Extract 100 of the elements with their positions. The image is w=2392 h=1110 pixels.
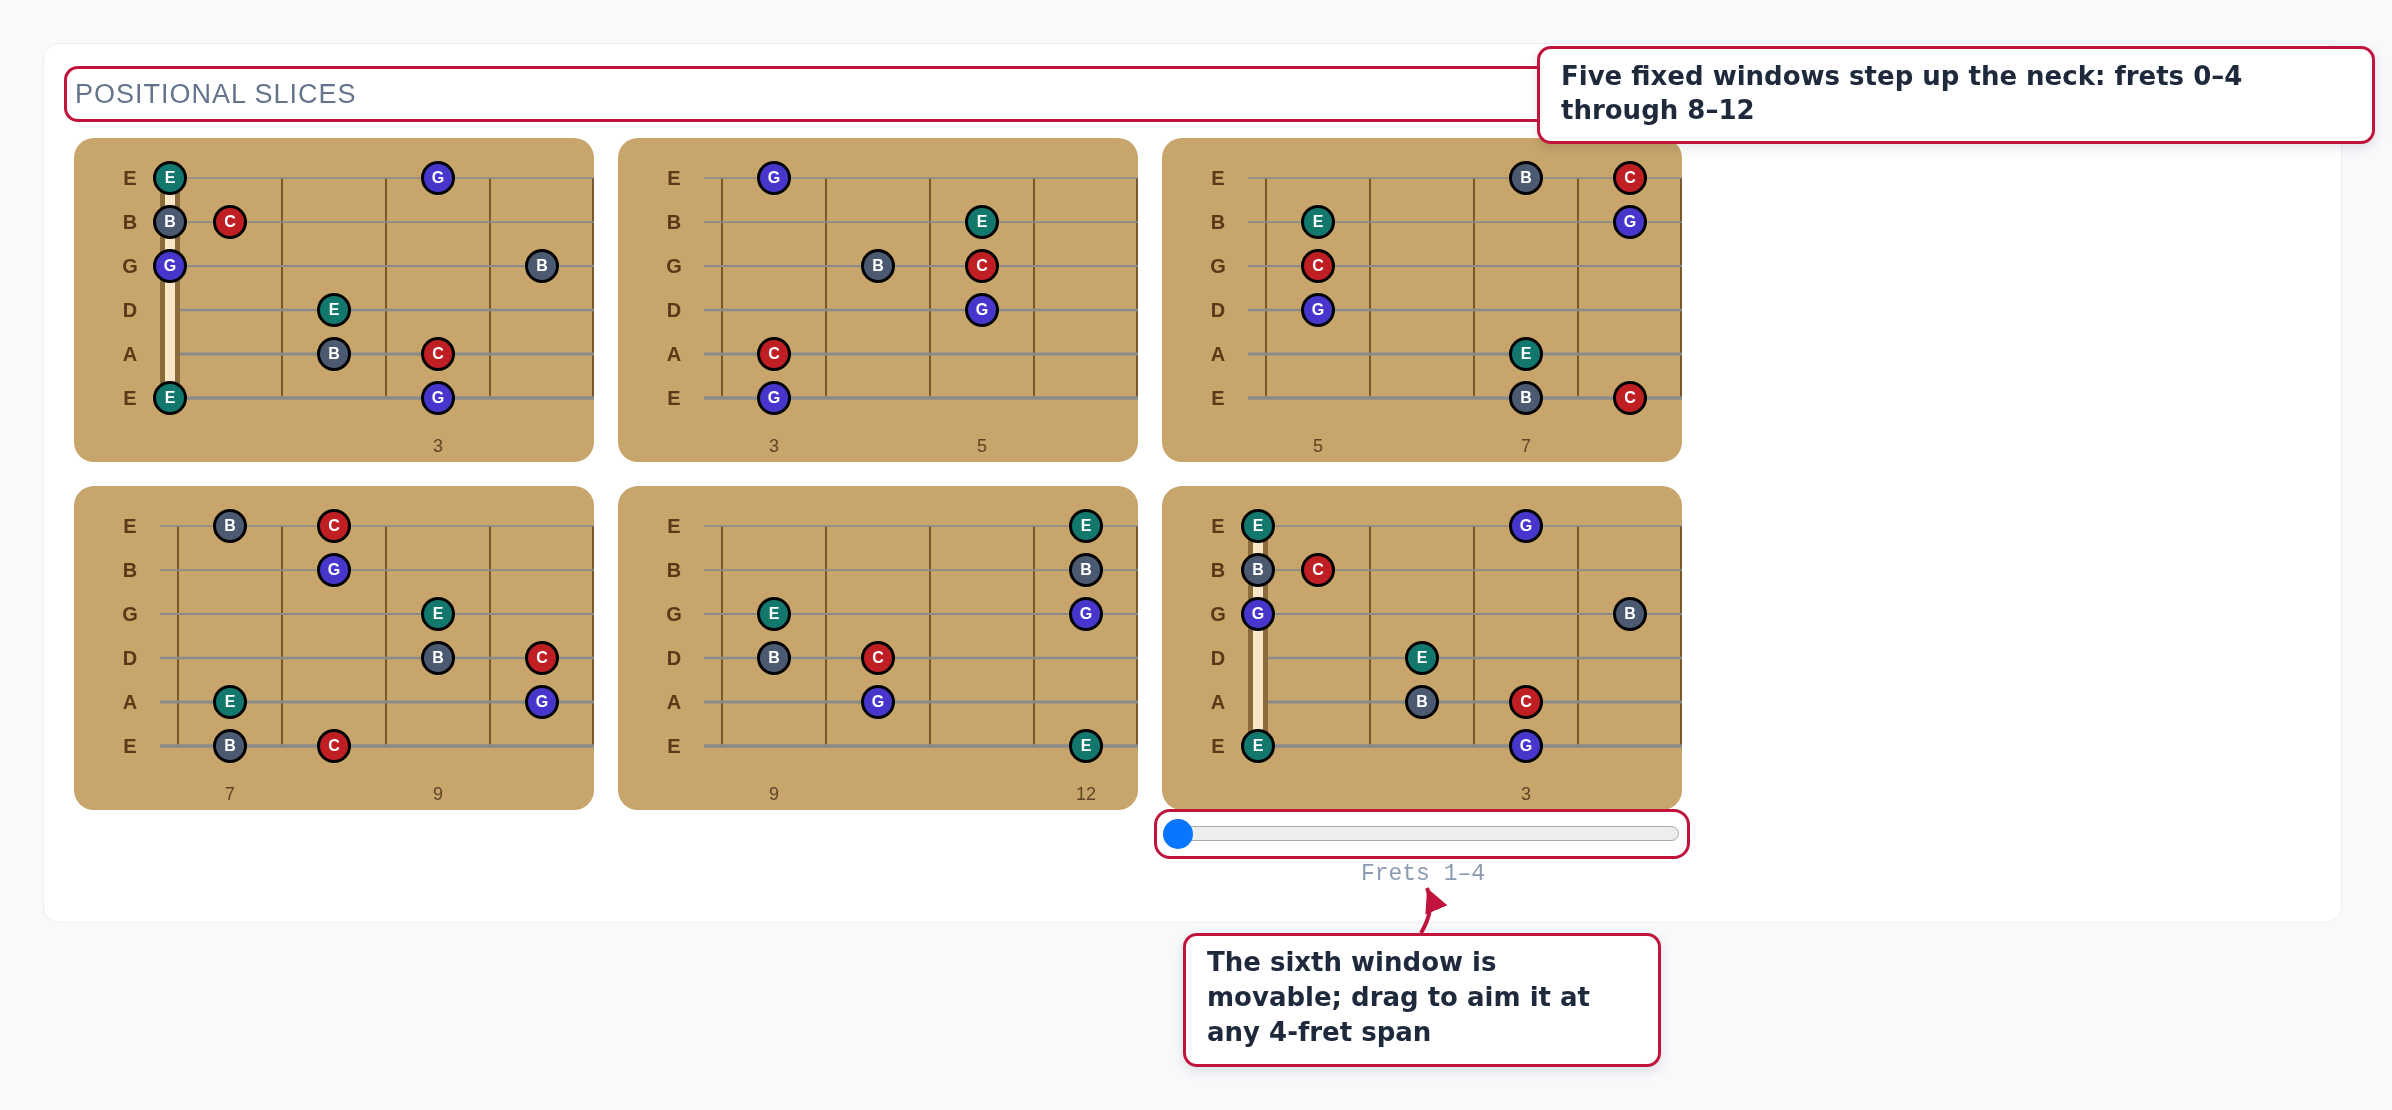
note-marker: G xyxy=(1069,597,1103,631)
string-label: B xyxy=(665,210,683,234)
note-marker: E xyxy=(317,293,351,327)
string-label: G xyxy=(1209,602,1227,626)
fret-number: 12 xyxy=(1075,783,1097,806)
note-marker: B xyxy=(861,249,895,283)
string-label: E xyxy=(1210,166,1226,190)
note-marker: E xyxy=(153,381,187,415)
note-marker: G xyxy=(861,685,895,719)
fretboard-panel xyxy=(1162,486,1682,810)
string-label: G xyxy=(665,602,683,626)
string-label: E xyxy=(1210,734,1226,758)
string-label: D xyxy=(1209,646,1227,670)
fretboard-panel xyxy=(74,486,594,810)
note-marker: G xyxy=(317,553,351,587)
note-marker: E xyxy=(1509,337,1543,371)
slider-value-label: Frets 1–4 xyxy=(1360,860,1486,888)
note-marker: G xyxy=(1613,205,1647,239)
string-label: E xyxy=(122,386,138,410)
note-marker: E xyxy=(1069,509,1103,543)
note-marker: B xyxy=(317,337,351,371)
string-label: B xyxy=(665,558,683,582)
note-marker: B xyxy=(1069,553,1103,587)
fret-number: 9 xyxy=(768,783,780,806)
string-label: A xyxy=(1209,690,1227,714)
string-label: B xyxy=(1209,558,1227,582)
note-marker: C xyxy=(1613,381,1647,415)
string-label: A xyxy=(665,690,683,714)
fret-number: 3 xyxy=(432,435,444,458)
note-marker: B xyxy=(1405,685,1439,719)
string-label: G xyxy=(121,602,139,626)
callout: Five fixed windows step up the neck: frets 0–4 through 8–12 xyxy=(1537,46,2375,144)
note-marker: E xyxy=(1405,641,1439,675)
fret-number: 5 xyxy=(1312,435,1324,458)
fretboard-panel xyxy=(618,486,1138,810)
section-heading: POSITIONAL SLICES xyxy=(75,78,357,110)
string-label: D xyxy=(1209,298,1227,322)
note-marker: E xyxy=(757,597,791,631)
note-marker: C xyxy=(525,641,559,675)
string-label: E xyxy=(122,734,138,758)
note-marker: B xyxy=(1241,553,1275,587)
string-label: E xyxy=(122,166,138,190)
highlight-box xyxy=(1154,809,1690,859)
callout: The sixth window is movable; drag to aim it at any 4-fret span xyxy=(1183,933,1661,1067)
note-marker: E xyxy=(1069,729,1103,763)
note-marker: E xyxy=(1241,729,1275,763)
note-marker: B xyxy=(757,641,791,675)
note-marker: G xyxy=(1241,597,1275,631)
note-marker: B xyxy=(1509,381,1543,415)
note-marker: G xyxy=(421,381,455,415)
string-label: G xyxy=(1209,254,1227,278)
string-label: E xyxy=(1210,514,1226,538)
fret-number: 7 xyxy=(1520,435,1532,458)
fret-number: 3 xyxy=(768,435,780,458)
fret-number: 7 xyxy=(224,783,236,806)
note-marker: B xyxy=(525,249,559,283)
string-label: E xyxy=(666,734,682,758)
note-marker: G xyxy=(421,161,455,195)
string-label: E xyxy=(666,514,682,538)
string-label: A xyxy=(1209,342,1227,366)
note-marker: E xyxy=(965,205,999,239)
note-marker: B xyxy=(213,509,247,543)
note-marker: B xyxy=(1509,161,1543,195)
fretboard-panel xyxy=(74,138,594,462)
note-marker: C xyxy=(1301,249,1335,283)
note-marker: C xyxy=(1301,553,1335,587)
fret-number: 3 xyxy=(1520,783,1532,806)
note-marker: E xyxy=(421,597,455,631)
note-marker: E xyxy=(213,685,247,719)
note-marker: C xyxy=(1613,161,1647,195)
string-label: B xyxy=(121,558,139,582)
string-label: E xyxy=(666,166,682,190)
string-label: A xyxy=(665,342,683,366)
note-marker: C xyxy=(317,729,351,763)
string-label: D xyxy=(121,298,139,322)
note-marker: E xyxy=(1301,205,1335,239)
fretboard-panel xyxy=(1162,138,1682,462)
fret-number: 9 xyxy=(432,783,444,806)
note-marker: B xyxy=(421,641,455,675)
note-marker: G xyxy=(1509,509,1543,543)
note-marker: G xyxy=(1509,729,1543,763)
string-label: A xyxy=(121,690,139,714)
note-marker: G xyxy=(965,293,999,327)
note-marker: G xyxy=(757,381,791,415)
note-marker: G xyxy=(525,685,559,719)
string-label: E xyxy=(666,386,682,410)
note-marker: C xyxy=(861,641,895,675)
string-label: B xyxy=(1209,210,1227,234)
note-marker: E xyxy=(1241,509,1275,543)
note-marker: C xyxy=(213,205,247,239)
note-marker: G xyxy=(1301,293,1335,327)
string-label: E xyxy=(1210,386,1226,410)
arrow xyxy=(1419,887,1447,934)
note-marker: C xyxy=(757,337,791,371)
string-label: B xyxy=(121,210,139,234)
note-marker: C xyxy=(421,337,455,371)
fretboard-panel xyxy=(618,138,1138,462)
highlight-box xyxy=(64,66,1537,122)
string-label: G xyxy=(665,254,683,278)
string-label: D xyxy=(121,646,139,670)
